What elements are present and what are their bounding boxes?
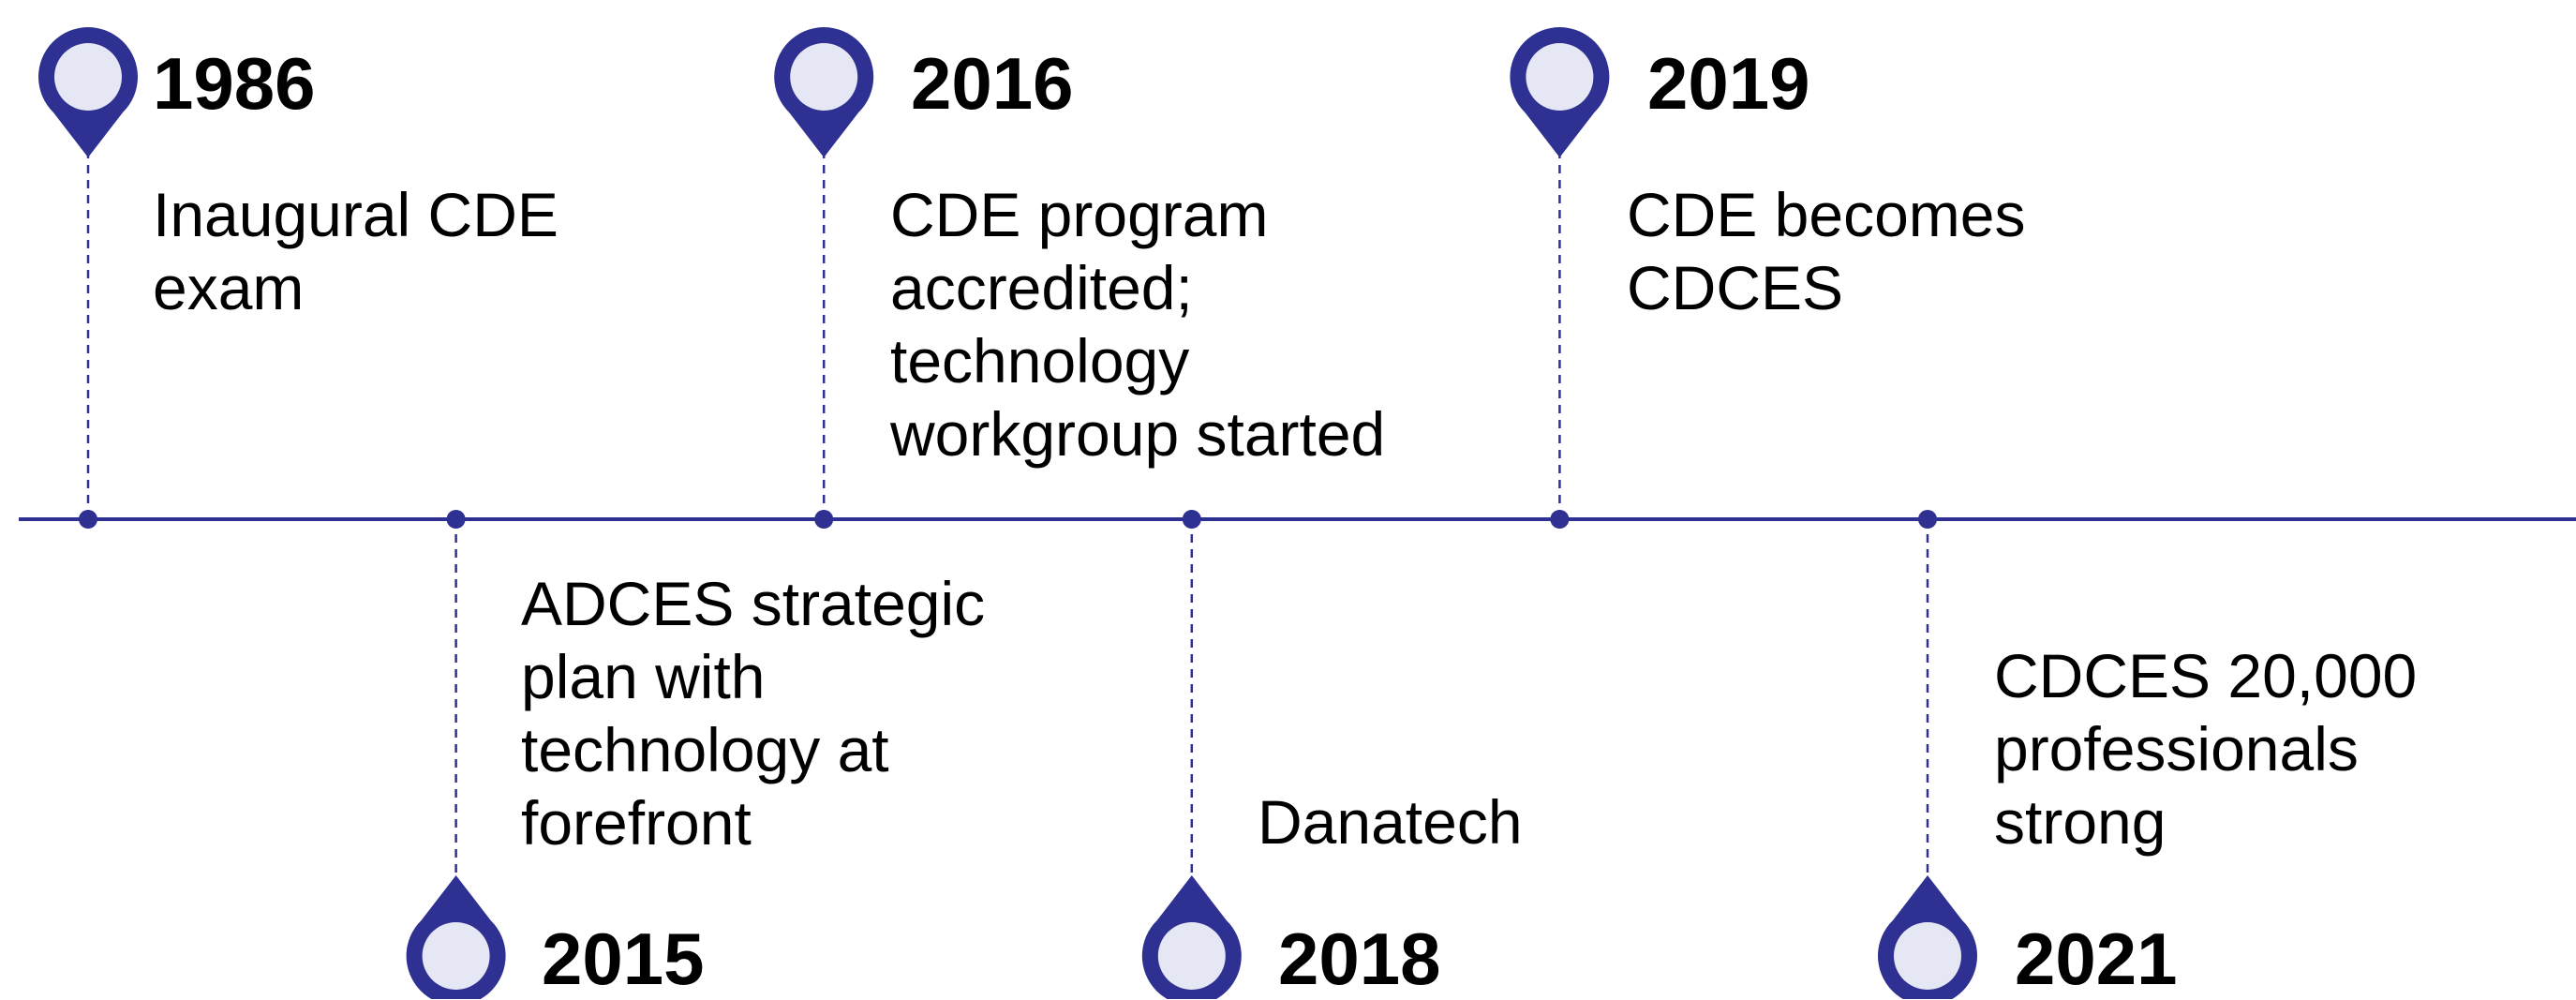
milestone-year-2019: 2019 [1647,42,1810,125]
pin-marker-inner-2015 [422,922,490,990]
milestone-text-2021: CDCES 20,000 professionals strong [1994,641,2418,857]
axis-dot-2015 [446,510,466,529]
milestone-year-2021: 2021 [2015,918,2178,1000]
pin-marker-inner-1986 [54,43,122,111]
axis-dot-2021 [1918,510,1937,529]
pin-marker-inner-2019 [1526,43,1594,111]
milestone-year-2015: 2015 [542,918,705,1000]
milestone-text-2016: CDE program accredited; technology workg… [890,180,1386,469]
pin-marker-inner-2016 [790,43,858,111]
milestone-text-2019: CDE becomes CDCES [1627,180,2026,322]
milestone-year-2016: 2016 [911,42,1074,125]
milestone-text-1986: Inaugural CDE exam [153,180,558,322]
milestone-text-2015: ADCES strategic plan with technology at … [521,569,986,858]
pin-marker-inner-2018 [1157,922,1226,990]
milestone-text-2018: Danatech [1258,787,1523,857]
axis-dot-2019 [1550,510,1570,529]
axis-dot-2018 [1182,510,1201,529]
axis-dot-2016 [814,510,834,529]
pin-marker-inner-2021 [1894,922,1961,990]
milestone-year-1986: 1986 [153,42,316,125]
milestone-year-2018: 2018 [1278,918,1441,1000]
axis-dot-1986 [79,510,97,529]
